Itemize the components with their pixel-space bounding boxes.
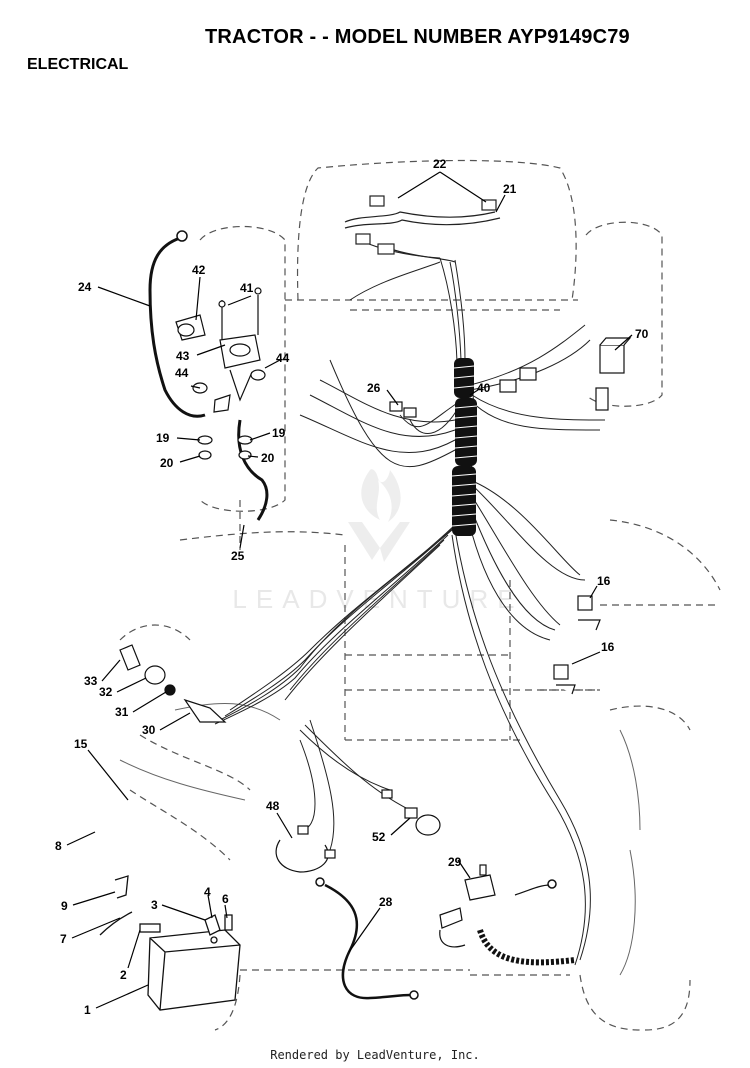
- callout-6: 6: [222, 892, 229, 906]
- callout-70: 70: [635, 327, 649, 341]
- callout-7: 7: [60, 932, 67, 946]
- ring-terminal-icon: [315, 877, 325, 887]
- callout-20-right: 20: [261, 451, 275, 465]
- cable-28: [324, 883, 411, 1000]
- footer-credit: Rendered by LeadVenture, Inc.: [270, 1048, 480, 1062]
- callout-42: 42: [192, 263, 206, 277]
- callout-labels: 22 21 24 42 41 43 44 44 70 26 40 19 19 2…: [55, 157, 649, 1017]
- callout-28: 28: [379, 895, 393, 909]
- callout-19-right: 19: [272, 426, 286, 440]
- solenoid-29: [439, 864, 496, 948]
- callout-48: 48: [266, 799, 280, 813]
- callout-26: 26: [367, 381, 381, 395]
- battery-assembly: [99, 875, 241, 1011]
- callout-22: 22: [433, 157, 447, 171]
- loom-stripes: [451, 365, 478, 527]
- callout-16-lower: 16: [601, 640, 615, 654]
- ring-terminal-icon: [547, 879, 557, 889]
- callout-41: 41: [240, 281, 254, 295]
- callout-33: 33: [84, 674, 98, 688]
- ignition-switch-assembly: [119, 644, 227, 723]
- callout-15: 15: [74, 737, 88, 751]
- callout-4: 4: [204, 885, 211, 899]
- callout-52: 52: [372, 830, 386, 844]
- leader-lines: [66, 171, 633, 1009]
- callout-29: 29: [448, 855, 462, 869]
- callout-3: 3: [151, 898, 158, 912]
- wiring-harness: [214, 239, 606, 966]
- callout-32: 32: [99, 685, 113, 699]
- callout-30: 30: [142, 723, 156, 737]
- section-title: ELECTRICAL: [27, 56, 129, 73]
- callout-1: 1: [84, 1003, 91, 1017]
- callout-24: 24: [78, 280, 92, 294]
- callout-40: 40: [477, 381, 491, 395]
- callout-9: 9: [61, 899, 68, 913]
- headlight-harness: [344, 195, 501, 263]
- solenoid-assembly: [175, 287, 266, 460]
- callout-2: 2: [120, 968, 127, 982]
- callout-31: 31: [115, 705, 129, 719]
- callout-44-right: 44: [276, 351, 290, 365]
- connector-26: [389, 401, 417, 418]
- callout-25: 25: [231, 549, 245, 563]
- callout-8: 8: [55, 839, 62, 853]
- coiled-cable: [477, 929, 576, 966]
- connector-70: [499, 337, 632, 411]
- callout-20-left: 20: [160, 456, 174, 470]
- page-title: TRACTOR - - MODEL NUMBER AYP9149C79: [205, 26, 630, 48]
- callout-43: 43: [176, 349, 190, 363]
- watermark-text: LEADVENTURE: [232, 584, 523, 614]
- ring-terminal-icon: [176, 230, 188, 242]
- callout-16-upper: 16: [597, 574, 611, 588]
- lamp-parts: [275, 789, 441, 873]
- callout-19-left: 19: [156, 431, 170, 445]
- callout-21: 21: [503, 182, 517, 196]
- tractor-outline-solid: [119, 703, 641, 976]
- seat-switches-16: [553, 595, 601, 695]
- ring-terminal-icon: [409, 990, 419, 1000]
- callout-44-left: 44: [175, 366, 189, 380]
